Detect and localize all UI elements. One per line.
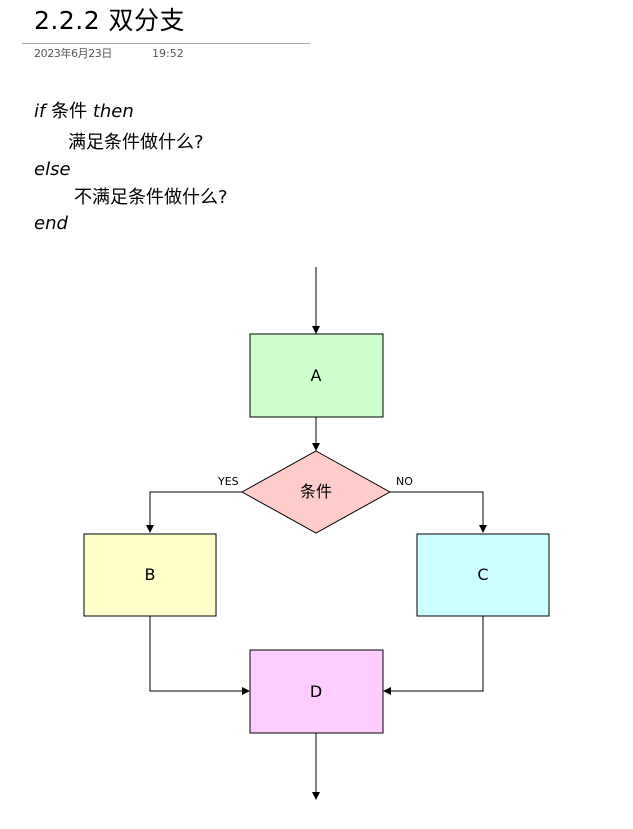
page-title: 2.2.2 双分支 xyxy=(34,6,186,35)
decision-label: 条件 xyxy=(300,482,332,501)
node-d-label: D xyxy=(310,682,322,701)
code-line-end: end xyxy=(34,213,68,234)
node-c-label: C xyxy=(477,565,488,584)
code-condition: 条件 xyxy=(51,101,88,122)
node-b-label: B xyxy=(145,565,156,584)
note-date: 2023年6月23日 xyxy=(34,47,112,60)
node-c-box xyxy=(416,533,550,617)
edge-no-to-c xyxy=(390,491,487,533)
keyword-if: if xyxy=(34,101,46,122)
code-line-then-body: 满足条件做什么? xyxy=(68,132,204,153)
code-line-if: if 条件 then xyxy=(34,100,134,124)
keyword-then: then xyxy=(92,101,134,122)
yes-label: YES xyxy=(217,475,239,488)
decision-diamond xyxy=(240,450,392,534)
edge-c-to-d xyxy=(383,616,484,695)
node-a-box xyxy=(249,333,384,418)
code-line-else-body: 不满足条件做什么? xyxy=(74,187,228,208)
edge-b-to-d xyxy=(149,616,250,695)
note-time: 19:52 xyxy=(152,47,184,60)
node-a-label: A xyxy=(311,366,322,385)
code-line-else: else xyxy=(34,159,71,180)
title-divider xyxy=(22,43,310,44)
no-label: NO xyxy=(396,475,413,488)
edge-yes-to-b xyxy=(146,491,242,533)
